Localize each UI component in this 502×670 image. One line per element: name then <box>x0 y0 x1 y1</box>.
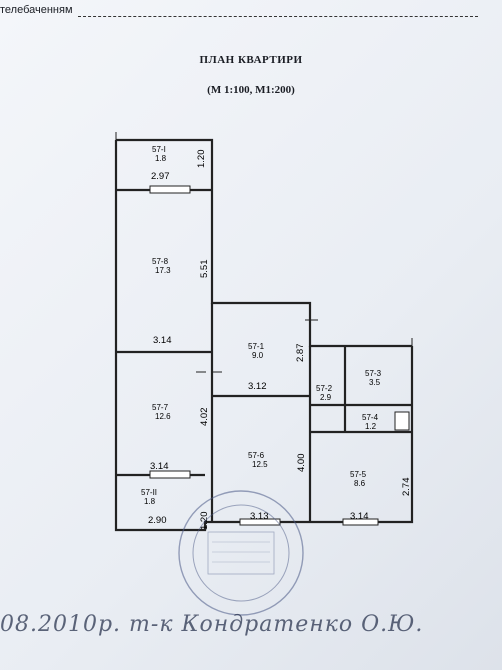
room-area: 12.6 <box>155 412 171 421</box>
room-id: 57-3 <box>365 369 382 378</box>
dimension-label: 3.13 <box>250 511 269 522</box>
dimension-label: 5.51 <box>199 260 210 279</box>
room-id: 57-4 <box>362 413 379 422</box>
plan-title: ПЛАН КВАРТИРИ <box>199 54 303 66</box>
dimension-label: 3.14 <box>150 461 169 472</box>
room-57-4: 57-4 1.2 <box>362 413 379 431</box>
room-id: 57-I <box>152 145 166 154</box>
room-id: 57-1 <box>248 342 265 351</box>
dimension-label: 2.87 <box>295 344 306 363</box>
room-57-1: 57-1 9.0 <box>248 342 265 360</box>
room-57-2: 57-2 2.9 <box>316 384 333 402</box>
room-57-II: 57-II 1.8 <box>141 488 157 506</box>
room-area: 12.5 <box>252 460 268 469</box>
room-area: 3.5 <box>369 378 381 387</box>
room-area: 1.2 <box>365 422 377 431</box>
room-id: 57-7 <box>152 403 169 412</box>
dimension-label: 1.20 <box>196 150 207 169</box>
room-57-6: 57-6 12.5 <box>248 451 268 469</box>
room-57-I: 57-I 1.8 <box>152 145 167 163</box>
dimension-label: 2.97 <box>151 171 170 182</box>
official-stamp <box>178 490 304 616</box>
header-line-rule <box>78 16 478 17</box>
header-line: телебаченням <box>0 4 478 17</box>
room-id: 57-6 <box>248 451 265 460</box>
room-id: 57-8 <box>152 257 169 266</box>
handwritten-signature: 08.2010р. т-к Кондратенко О.Ю. <box>0 612 424 637</box>
room-area: 17.3 <box>155 266 171 275</box>
room-area: 2.9 <box>320 393 332 402</box>
room-57-3: 57-3 3.5 <box>365 369 382 387</box>
dimension-label: 4.02 <box>199 408 210 427</box>
dimension-label: 2.90 <box>148 515 167 526</box>
room-area: 8.6 <box>354 479 366 488</box>
room-id: 57-5 <box>350 470 367 479</box>
room-area: 9.0 <box>252 351 264 360</box>
wall-ticks <box>115 132 413 373</box>
room-area: 1.8 <box>144 497 156 506</box>
dimension-label: 4.00 <box>296 454 307 473</box>
plan-scale: (М 1:100, М1:200) <box>207 84 295 96</box>
room-id: 57-II <box>141 488 157 497</box>
header-line-text: телебаченням <box>0 4 73 16</box>
dimension-label: 2.74 <box>401 478 412 497</box>
room-57-7: 57-7 12.6 <box>152 403 171 421</box>
room-57-8: 57-8 17.3 <box>152 257 171 275</box>
dimension-label: 3.14 <box>153 335 172 346</box>
room-57-5: 57-5 8.6 <box>350 470 367 488</box>
windows <box>149 185 410 526</box>
room-labels: 57-I 1.8 57-8 17.3 57-1 9.0 57-7 12.6 57… <box>141 145 382 506</box>
dimension-label: 1.20 <box>199 512 210 531</box>
dimension-label: 3.14 <box>350 511 369 522</box>
room-id: 57-2 <box>316 384 333 393</box>
dimension-labels: 1.20 2.97 5.51 3.14 2.87 3.12 4.02 3.14 … <box>148 150 412 531</box>
room-area: 1.8 <box>155 154 167 163</box>
dimension-label: 3.12 <box>248 381 267 392</box>
